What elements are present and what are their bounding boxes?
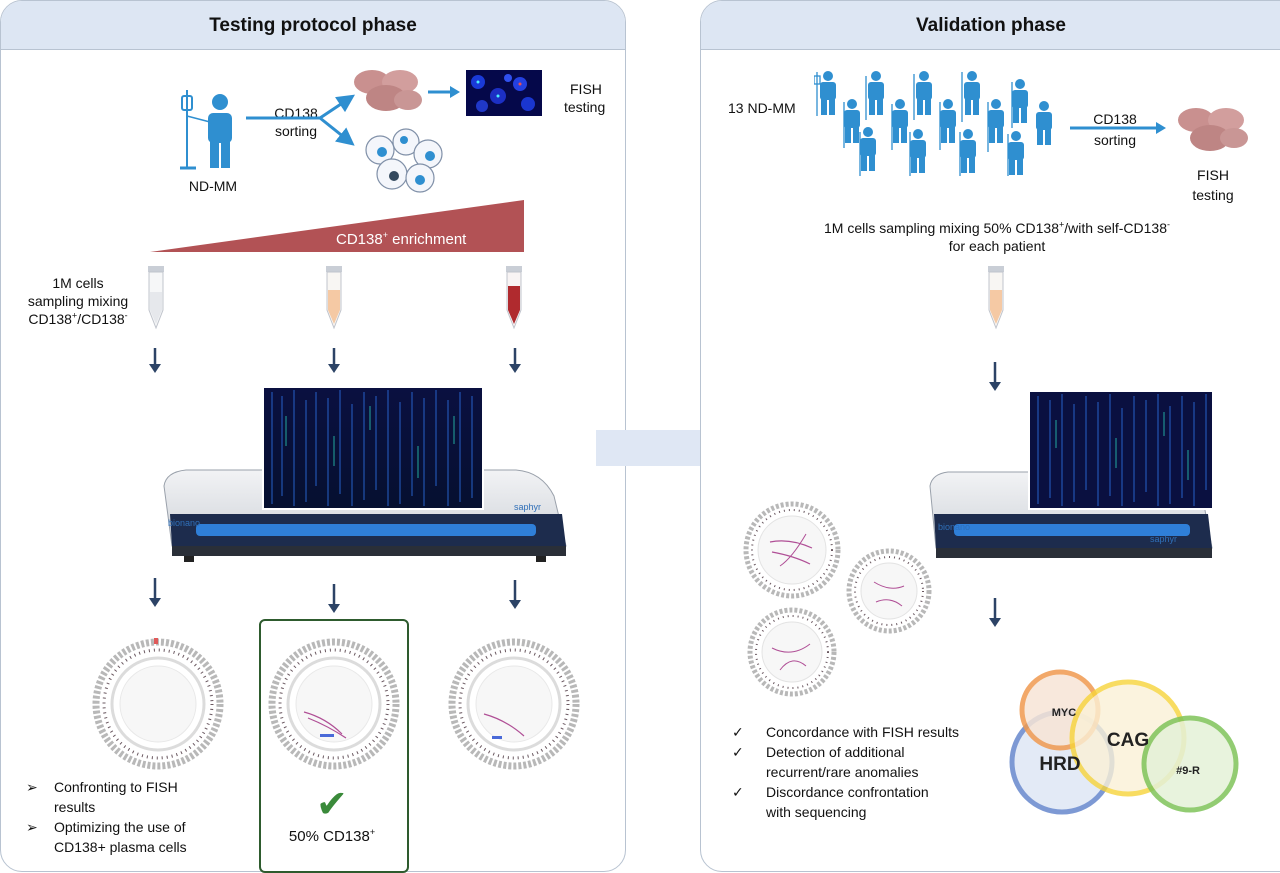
saphyr-instrument: bionano saphyr <box>163 386 567 562</box>
circos-plot-1 <box>92 638 224 770</box>
list-item: ✓ Detection of additional recurrent/rare… <box>732 744 919 780</box>
tube-low-enrichment <box>148 266 164 330</box>
down-arrow-1 <box>149 348 161 373</box>
down-arrow-4 <box>149 578 161 607</box>
validation-sorting-line1: CD138 <box>1093 111 1137 127</box>
venn-label-9r: #9-R <box>1176 765 1200 777</box>
validation-saphyr-instrument <box>929 390 1214 558</box>
circos-plot-3 <box>448 638 580 770</box>
venn-label-hrd: HRD <box>1039 754 1080 775</box>
validation-circos-plot-1 <box>743 501 841 599</box>
down-arrow-6 <box>509 580 521 609</box>
down-arrow-5 <box>328 584 340 613</box>
validation-outcomes-list: ✓ Concordance with FISH results ✓ Detect… <box>732 722 992 822</box>
testing-panel-header <box>1 1 625 50</box>
anomaly-venn-diagram: MYC CAG HRD #9-R <box>1009 669 1239 815</box>
down-arrow-8 <box>989 598 1001 627</box>
list-item: ➢ Optimizing the use of CD138+ plasma ce… <box>26 819 187 855</box>
validation-tube <box>988 266 1004 330</box>
validation-panel-header <box>701 1 1280 50</box>
fish-label-line2: testing <box>564 99 606 115</box>
fish-image <box>466 70 542 116</box>
testing-outcomes-list: ➢ Confronting to FISH results ➢ Optimizi… <box>26 777 246 857</box>
mixed-cells <box>365 128 443 193</box>
patient-iv-icon <box>180 90 232 170</box>
fish-label-line1: FISH <box>570 81 602 97</box>
sorting-fork-arrow <box>246 94 355 146</box>
validation-circos-plot-2 <box>846 548 932 634</box>
result-label: 50% CD138+ <box>288 827 376 846</box>
validation-instrument-brand: bionano <box>938 522 971 532</box>
down-arrow-3 <box>509 348 521 373</box>
validation-fish-line2: testing <box>1192 187 1234 203</box>
circos-plot-2 <box>268 638 400 770</box>
patient-label: ND-MM <box>188 178 238 194</box>
tube-high-enrichment <box>506 266 522 330</box>
instrument-brand: bionano <box>168 518 200 528</box>
sorted-plasma-cells <box>354 70 422 111</box>
validation-panel-title: Validation phase <box>916 15 1066 36</box>
tube-medium-enrichment <box>326 266 342 330</box>
enrichment-label: CD138+ enrichment <box>336 230 467 249</box>
screen-signal-lines <box>271 390 473 506</box>
fish-arrow <box>428 86 460 98</box>
validation-instrument-model: saphyr <box>1150 534 1178 544</box>
validation-circos-plot-3 <box>747 607 837 697</box>
validation-sorting-arrow <box>1070 122 1166 134</box>
testing-panel-title: Testing protocol phase <box>209 15 417 36</box>
venn-label-cag: CAG <box>1107 730 1149 751</box>
mixing-label: 1M cells sampling mixing CD138+/CD138- <box>27 275 129 327</box>
validation-fish-line1: FISH <box>1197 167 1229 183</box>
down-arrow-2 <box>328 348 340 373</box>
down-arrow-7 <box>989 362 1001 391</box>
enrichment-wedge <box>150 200 524 252</box>
check-icon: ✔ <box>316 784 348 826</box>
instrument-model: saphyr <box>514 502 541 512</box>
validation-mixing-label: 1M cells sampling mixing 50% CD138+/with… <box>824 219 1170 254</box>
list-item: ✓ Concordance with FISH results <box>732 724 959 740</box>
cohort-label: 13 ND-MM <box>728 100 796 116</box>
venn-label-myc: MYC <box>1052 707 1077 719</box>
validation-sorting-line2: sorting <box>1093 132 1137 148</box>
list-item: ✓ Discordance confrontation with sequenc… <box>732 784 929 820</box>
list-item: ➢ Confronting to FISH results <box>26 779 178 815</box>
sorting-label-line2: sorting <box>274 123 318 139</box>
validation-sorted-cells <box>1178 108 1248 151</box>
patient-cohort-icon <box>814 71 1052 176</box>
